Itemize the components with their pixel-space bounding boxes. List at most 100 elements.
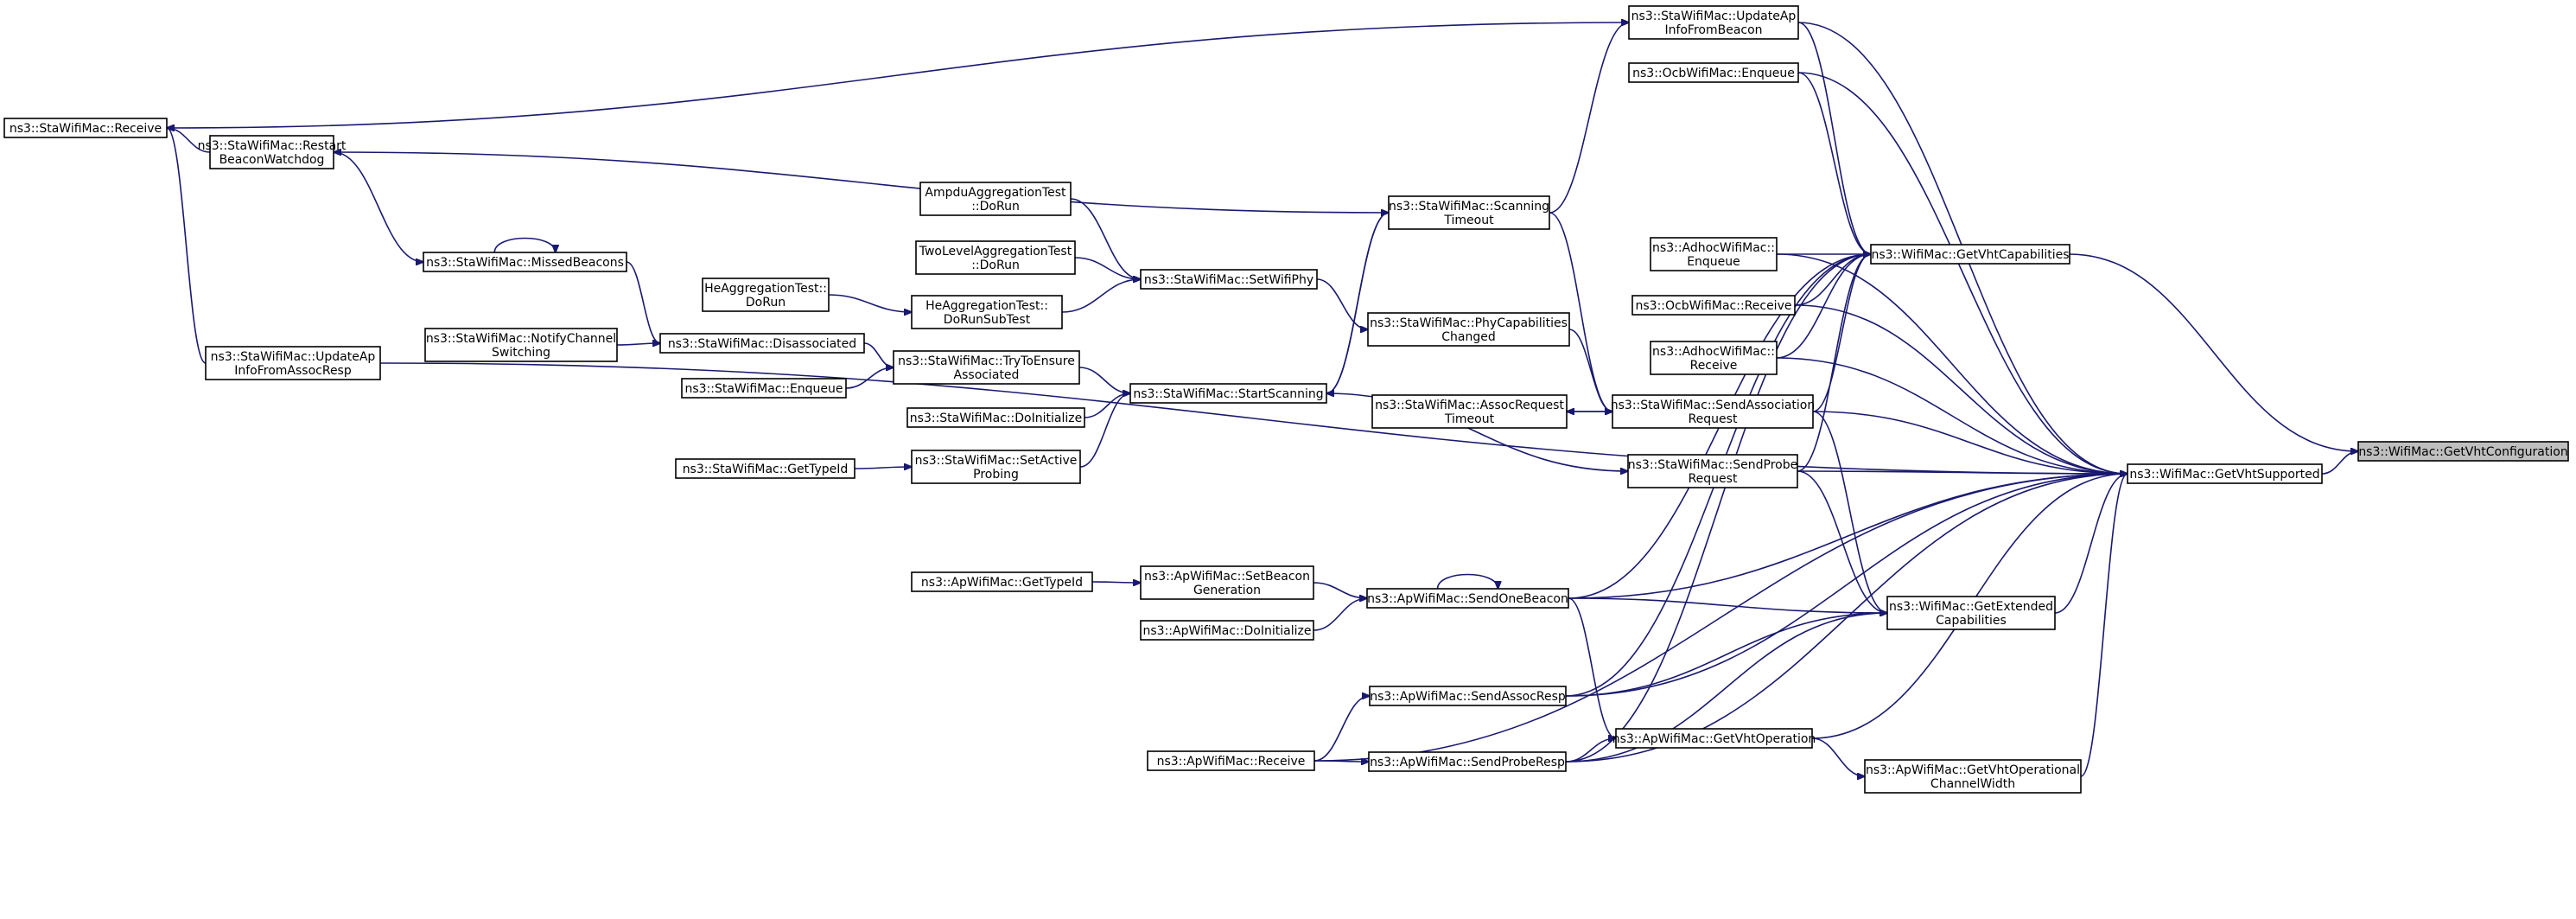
edge-aprcv-to-sarsp: [1313, 696, 1370, 762]
edge-line: [1565, 254, 1871, 763]
node-box: [893, 350, 1080, 385]
node-aprcv[interactable]: ns3::ApWifiMac::Receive: [1147, 750, 1315, 771]
node-starcv[interactable]: ns3::StaWifiMac::Receive: [3, 118, 168, 138]
edge-line: [854, 467, 912, 469]
node-apdoinit[interactable]: ns3::ApWifiMac::DoInitialize: [1140, 620, 1314, 641]
node-box: [1886, 596, 2056, 630]
edge-apdoinit-to-sob: [1313, 598, 1367, 631]
node-label: ns3::ApWifiMac::DoInitialize: [1143, 624, 1312, 638]
node-box: [1388, 195, 1550, 230]
node-label: ns3::ApWifiMac::SetBeacon: [1144, 570, 1310, 584]
node-ss[interactable]: ns3::StaWifiMac::StartScanning: [1129, 383, 1327, 404]
node-box: [1627, 454, 1798, 488]
edge-st-to-sar: [1549, 212, 1612, 412]
node-label: ns3::OcbWifiMac::Enqueue: [1632, 67, 1795, 80]
node-label: ns3::StaWifiMac::NotifyChannel: [426, 332, 616, 346]
edge-uaifb-to-gvc: [1797, 22, 1871, 254]
node-label: ns3::StaWifiMac::SetWifiPhy: [1144, 273, 1313, 287]
node-label: HeAggregationTest::: [925, 299, 1048, 313]
node-label: ns3::WifiMac::GetVhtConfiguration: [2358, 445, 2567, 459]
edge-uaifar-to-starcv: [167, 128, 207, 364]
edge-rbw-to-mb: [333, 151, 423, 262]
node-gvo[interactable]: ns3::ApWifiMac::GetVhtOperation: [1612, 728, 1816, 749]
node-ocbrcv[interactable]: ns3::OcbWifiMac::Receive: [1631, 295, 1796, 316]
node-gvocw[interactable]: ns3::ApWifiMac::GetVhtOperationalChannel…: [1864, 759, 2082, 794]
node-label: ChannelWidth: [1930, 777, 2015, 791]
node-box: [205, 346, 381, 380]
node-adhenq[interactable]: ns3::AdhocWifiMac::Enqueue: [1650, 237, 1778, 271]
edge-ocbrcv-to-gvs: [1794, 304, 2128, 474]
edge-line: [1436, 573, 1498, 590]
edge-line: [828, 294, 912, 312]
node-stagti[interactable]: ns3::StaWifiMac::GetTypeId: [675, 458, 855, 479]
edge-line: [1565, 474, 2128, 697]
edge-line: [1568, 329, 1612, 412]
node-apgti[interactable]: ns3::ApWifiMac::GetTypeId: [911, 571, 1093, 592]
node-label: ns3::ApWifiMac::GetVhtOperation: [1612, 732, 1816, 746]
edge-line: [493, 237, 556, 253]
node-mb[interactable]: ns3::StaWifiMac::MissedBeacons: [423, 252, 627, 272]
edge-adhrcv-to-gvs: [1776, 357, 2128, 474]
edge-adhenq-to-gvs: [1776, 253, 2128, 474]
edge-pcc-to-sar: [1568, 329, 1612, 412]
node-label: ns3::ApWifiMac::SendAssocResp: [1370, 690, 1566, 704]
node-sprsp[interactable]: ns3::ApWifiMac::SendProbeResp: [1368, 751, 1567, 772]
node-label: ns3::AdhocWifiMac::: [1652, 345, 1775, 359]
node-adhrcv[interactable]: ns3::AdhocWifiMac::Receive: [1650, 341, 1778, 375]
node-box: [1367, 312, 1570, 347]
node-box: [3, 118, 168, 138]
edge-sprsp-to-gvc: [1565, 254, 1871, 763]
edge-line: [166, 22, 1629, 129]
edge-ttea-to-ss: [1078, 367, 1130, 393]
node-staenq[interactable]: ns3::StaWifiMac::Enqueue: [681, 378, 847, 399]
node-box: [424, 328, 618, 362]
edge-st-to-rbw: [334, 152, 1390, 214]
node-twolevel[interactable]: TwoLevelAggregationTest::DoRun: [915, 240, 1076, 275]
node-label: Changed: [1441, 330, 1496, 344]
node-root[interactable]: ns3::WifiMac::GetVhtConfiguration: [2357, 441, 2569, 462]
node-label: ns3::ApWifiMac::GetTypeId: [921, 576, 1083, 590]
node-label: Request: [1689, 472, 1738, 486]
node-stadoinit[interactable]: ns3::StaWifiMac::DoInitialize: [906, 407, 1085, 428]
edge-gvc-to-root: [2069, 253, 2358, 451]
node-box: [1628, 62, 1799, 83]
node-uaifar[interactable]: ns3::StaWifiMac::UpdateApInfoFromAssocRe…: [205, 346, 381, 380]
node-label: ns3::StaWifiMac::DoInitialize: [910, 412, 1082, 425]
node-box: [1140, 620, 1314, 641]
node-label: DoRunSubTest: [944, 313, 1031, 327]
node-sob[interactable]: ns3::ApWifiMac::SendOneBeacon: [1366, 588, 1569, 609]
node-box: [915, 240, 1076, 275]
node-box: [2357, 441, 2569, 462]
node-label: HeAggregationTest::: [704, 282, 827, 296]
node-sarsp[interactable]: ns3::ApWifiMac::SendAssocResp: [1369, 686, 1567, 706]
node-swp[interactable]: ns3::StaWifiMac::SetWifiPhy: [1140, 269, 1318, 290]
node-label: AmpduAggregationTest: [925, 186, 1066, 200]
node-label: Timeout: [1444, 412, 1495, 426]
node-ampdu[interactable]: AmpduAggregationTest::DoRun: [919, 182, 1072, 216]
node-disassoc[interactable]: ns3::StaWifiMac::Disassociated: [659, 333, 865, 354]
edge-aprcv-to-gvs: [1313, 474, 2128, 762]
node-hedorun[interactable]: HeAggregationTest::DoRun: [702, 278, 830, 312]
node-gvs[interactable]: ns3::WifiMac::GetVhtSupported: [2127, 463, 2323, 484]
edge-line: [1797, 254, 1871, 472]
node-ocbenq[interactable]: ns3::OcbWifiMac::Enqueue: [1628, 62, 1799, 83]
node-gvc[interactable]: ns3::WifiMac::GetVhtCapabilities: [1870, 244, 2070, 265]
node-label: Associated: [954, 368, 1020, 382]
edge-line: [1776, 253, 2128, 474]
edge-aprcv-to-sprsp: [1313, 761, 1369, 762]
node-hesub[interactable]: HeAggregationTest::DoRunSubTest: [911, 295, 1063, 329]
node-label: ns3::StaWifiMac::PhyCapabilities: [1370, 316, 1568, 330]
node-box: [702, 278, 830, 312]
